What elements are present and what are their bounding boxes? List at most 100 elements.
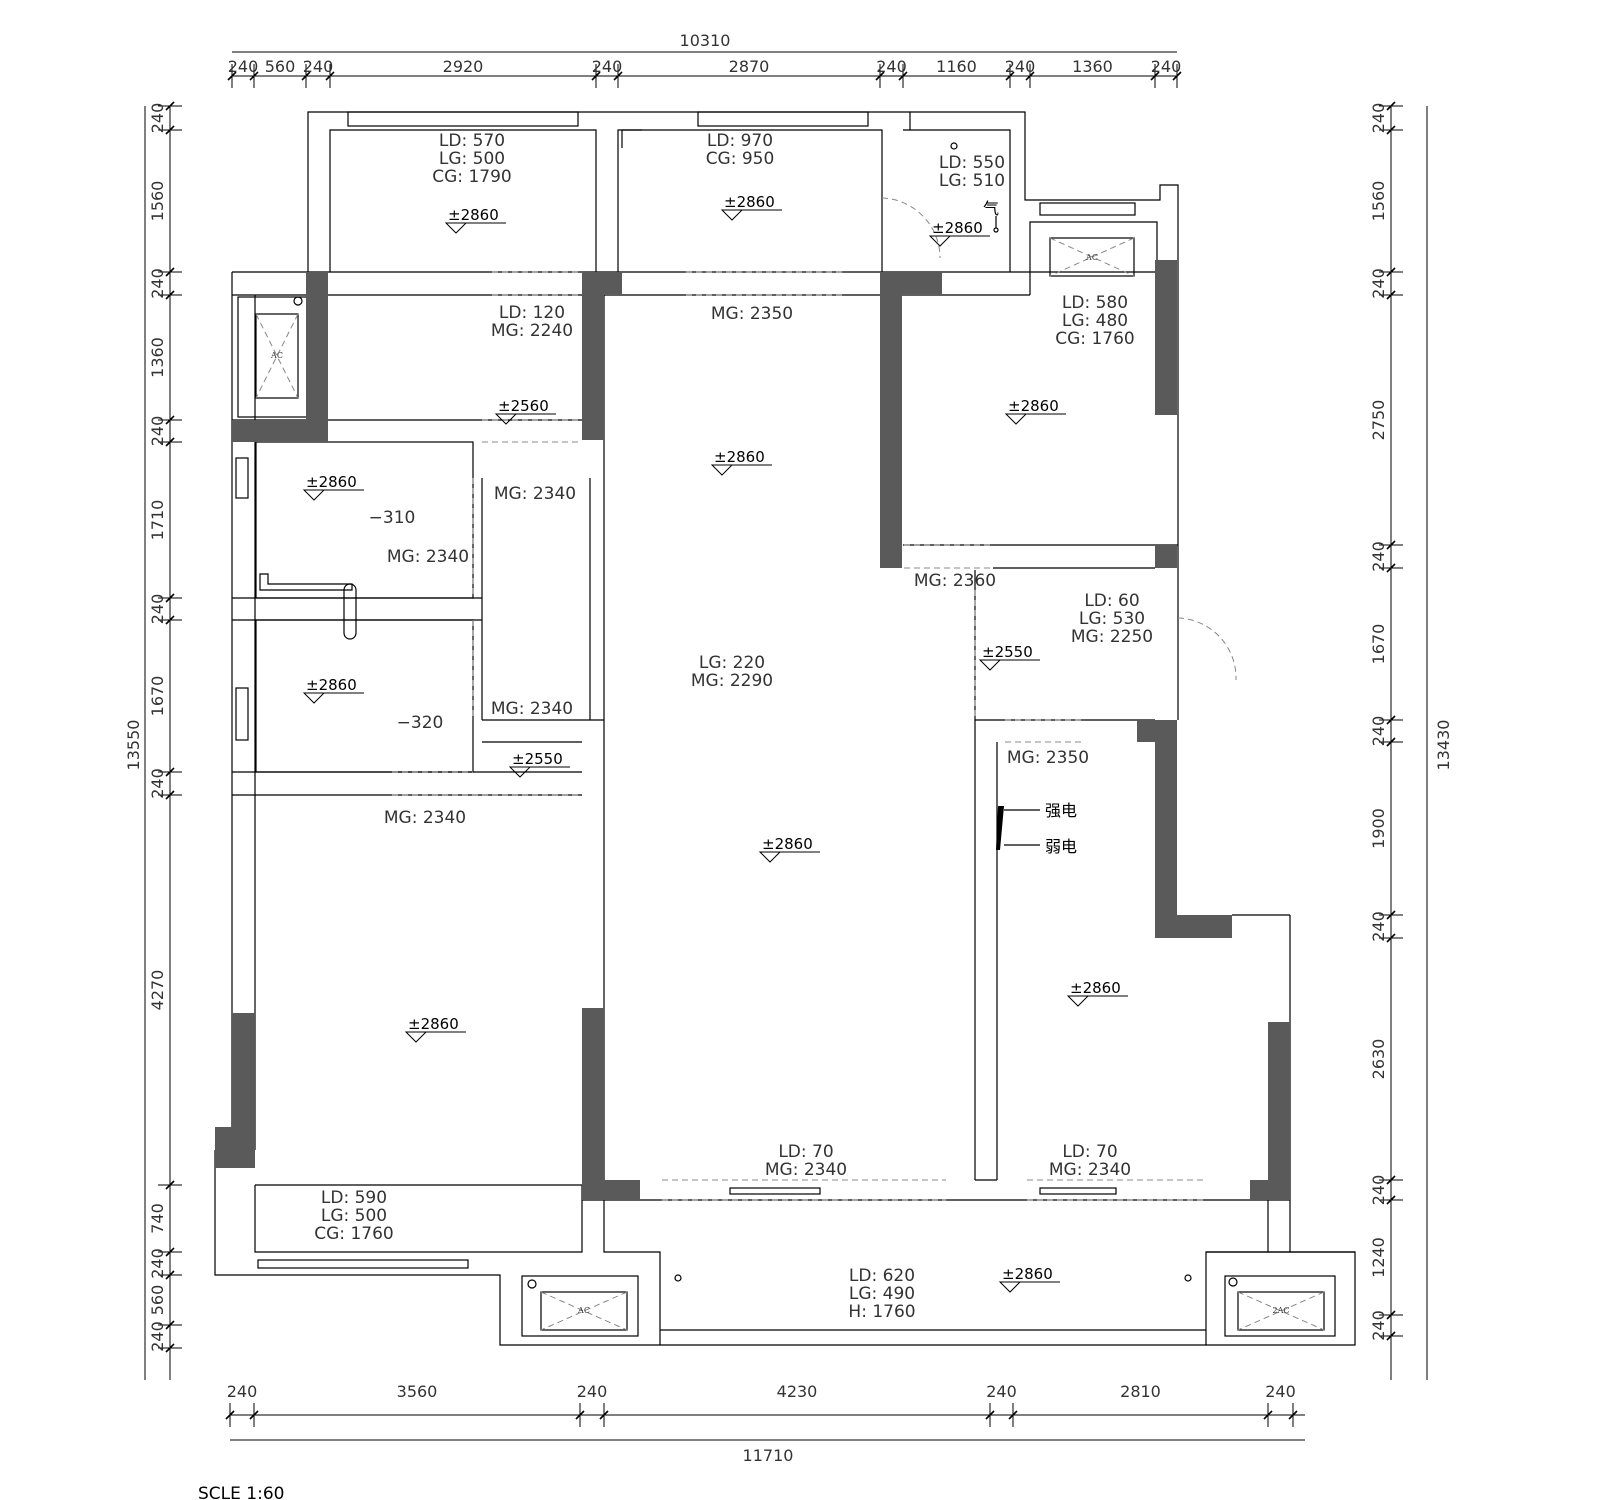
level-label: ±2860 (932, 219, 983, 237)
annotation-line: CG: 1790 (432, 167, 511, 187)
dim-bottom-seg-1: 3560 (397, 1382, 438, 1401)
dim-bottom-seg-4: 240 (986, 1382, 1017, 1401)
dim-right-tick-1 (1386, 125, 1396, 135)
dim-right-seg-10: 240 (1369, 1175, 1388, 1206)
dim-left-tick-6 (165, 593, 175, 603)
annotation-line: LD: 590 (321, 1188, 387, 1208)
dim-top-tick-7 (898, 71, 908, 81)
level-label: ±2860 (762, 835, 813, 853)
annotation-line: LG: 510 (939, 171, 1005, 191)
level-marker: ±2860 (444, 206, 506, 234)
dim-bottom-tick-3 (599, 1410, 609, 1420)
dim-right-total: 13430 (1434, 720, 1453, 771)
dim-right-seg-6: 240 (1369, 716, 1388, 747)
level-marker: ±2860 (998, 1265, 1060, 1293)
dimension-right: 13430 2401560240275024016702401900240263… (1369, 101, 1453, 1380)
annotation-line: MG: 2340 (494, 484, 576, 504)
level-label: ±2860 (306, 473, 357, 491)
annotation-line: LG: 220 (699, 653, 765, 673)
annotation-line: MG: 2350 (711, 304, 793, 324)
dim-left-seg-10: 740 (148, 1203, 167, 1234)
windows (235, 111, 1136, 1195)
dim-right-seg-0: 240 (1369, 103, 1388, 134)
ac-unit-bottom-left: AC (527, 1279, 628, 1331)
level-label: ±2550 (512, 750, 563, 768)
dim-top-seg-6: 240 (876, 57, 907, 76)
annotation-mg-corridor: MG: 2340 (494, 484, 576, 504)
dim-right-tick-7 (1386, 737, 1396, 747)
dim-top-tick-10 (1150, 71, 1160, 81)
dim-bottom-tick-2 (575, 1410, 585, 1420)
dim-left-seg-0: 240 (148, 103, 167, 134)
dim-left-seg-3: 1360 (148, 337, 167, 378)
level-label: ±2860 (1008, 397, 1059, 415)
dim-right-tick-3 (1386, 290, 1396, 300)
annotation-bed-lower-right-door: MG: 2350 (1007, 748, 1089, 768)
dim-right-seg-11: 1240 (1369, 1237, 1388, 1278)
level-label: ±2860 (1070, 979, 1121, 997)
level-marker: ±2860 (720, 193, 782, 221)
dim-left-tick-13 (165, 1320, 175, 1330)
annotation-line: MG: 2340 (387, 547, 469, 567)
dim-left-tick-10 (165, 1180, 175, 1190)
dim-left-tick-9 (165, 790, 175, 800)
dim-left-seg-13: 240 (148, 1321, 167, 1352)
annotation-line: LD: 580 (1062, 293, 1128, 313)
dim-top-seg-0: 240 (228, 57, 259, 76)
dim-right-tick-2 (1386, 267, 1396, 277)
level-marker: ±2860 (928, 219, 990, 247)
level-markers: ±2860±2860±2860±2860±2560±2860±2860±2860… (302, 193, 1128, 1293)
dim-left-seg-6: 240 (148, 594, 167, 625)
level-marker: ±2860 (302, 676, 364, 704)
dim-bottom-seg-6: 240 (1265, 1382, 1296, 1401)
dim-top-tick-11 (1172, 71, 1182, 81)
dim-left-tick-7 (165, 615, 175, 625)
dim-right-tick-11 (1386, 1195, 1396, 1205)
electric-panel: 强电 弱电 (996, 801, 1077, 856)
dim-right-tick-5 (1386, 563, 1396, 573)
dim-left-total: 13550 (124, 720, 143, 771)
dim-top-seg-4: 240 (592, 57, 623, 76)
annotation-line: MG: 2240 (491, 321, 573, 341)
annotation-line: −320 (397, 713, 444, 733)
dim-right-tick-13 (1386, 1331, 1396, 1341)
level-marker: ±2550 (978, 643, 1040, 671)
annotation-line: H: 1760 (848, 1302, 915, 1322)
dim-right-tick-12 (1386, 1310, 1396, 1320)
ac-label-top-right: AC (1085, 253, 1098, 262)
dim-left-seg-9: 4270 (148, 970, 167, 1011)
level-marker: ±2860 (302, 473, 364, 501)
dim-top-tick-0 (227, 71, 237, 81)
annotation-line: CG: 1760 (1055, 329, 1134, 349)
annotation-line: LD: 120 (499, 303, 565, 323)
dim-left-tick-12 (165, 1270, 175, 1280)
dimension-left: 13550 2401560240136024017102401670240427… (124, 101, 182, 1380)
dim-bottom-tick-4 (985, 1410, 995, 1420)
annotation-bath2-door: MG: 2340 (491, 699, 573, 719)
dim-top-tick-1 (249, 71, 259, 81)
dim-top-seg-2: 240 (303, 57, 334, 76)
annotation-line: LD: 70 (778, 1142, 833, 1162)
dim-left-tick-3 (165, 290, 175, 300)
ac-label-bottom-left: AC (577, 1306, 590, 1315)
annotation-line: −310 (369, 508, 416, 528)
annotation-line: MG: 2340 (1049, 1160, 1131, 1180)
ac-unit-top-right: AC (1049, 237, 1135, 277)
annotation-line: LG: 500 (439, 149, 505, 169)
dim-right-tick-10 (1386, 1175, 1396, 1185)
dim-top-seg-10: 240 (1151, 57, 1182, 76)
dim-top-tick-2 (301, 71, 311, 81)
dim-top-tick-5 (613, 71, 623, 81)
level-marker: ±2860 (710, 448, 772, 476)
annotation-bath2-floor: −320 (397, 713, 444, 733)
gas-mark: 气 (983, 199, 999, 218)
strong-electric-label: 强电 (1045, 801, 1077, 820)
